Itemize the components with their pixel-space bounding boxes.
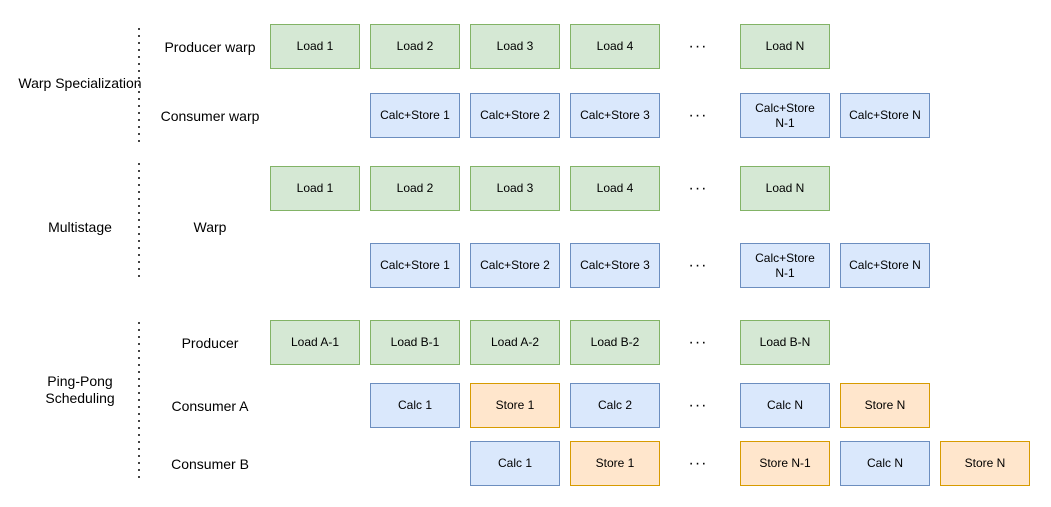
row-label-consumer-b: Consumer B — [171, 455, 249, 472]
section-label-warp-specialization: Warp Specialization — [18, 74, 142, 91]
s1-producer-load-2-box: Load 2 — [370, 24, 460, 69]
s3-consumer-b-store-n-box: Store N — [940, 441, 1030, 486]
s1-producer-load-1-box: Load 1 — [270, 24, 360, 69]
s3-producer-load-b2-box: Load B-2 — [570, 320, 660, 365]
s1-consumer-calcstore-3-box: Calc+Store 3 — [570, 93, 660, 138]
s3-consumer-a-calc-1-box: Calc 1 — [370, 383, 460, 428]
s3-consumer-a-calc-2-box: Calc 2 — [570, 383, 660, 428]
dotted-separator-multistage — [138, 163, 140, 282]
s3-consumer-b-store-n-1-box: Store N-1 — [740, 441, 830, 486]
section-label-ping-pong-scheduling: Ping-Pong Scheduling — [45, 373, 115, 406]
s2-warp-load-1-box: Load 1 — [270, 166, 360, 211]
ellipsis: ··· — [688, 256, 708, 274]
s2-warp-load-4-box: Load 4 — [570, 166, 660, 211]
section-label-multistage: Multistage — [48, 218, 112, 235]
row-label-producer: Producer — [181, 334, 239, 351]
s2-warp-calcstore-1-box: Calc+Store 1 — [370, 243, 460, 288]
dotted-separator-warp-specialization — [138, 28, 140, 143]
s3-consumer-a-store-1-box: Store 1 — [470, 383, 560, 428]
s1-consumer-calcstore-n-1-box: Calc+Store N-1 — [740, 93, 830, 138]
s3-consumer-b-calc-1-box: Calc 1 — [470, 441, 560, 486]
s3-consumer-a-store-n-box: Store N — [840, 383, 930, 428]
row-label-warp: Warp — [193, 219, 227, 235]
s2-warp-calcstore-2-box: Calc+Store 2 — [470, 243, 560, 288]
s2-warp-load-3-box: Load 3 — [470, 166, 560, 211]
s3-consumer-b-calc-n-box: Calc N — [840, 441, 930, 486]
s2-warp-calcstore-n-box: Calc+Store N — [840, 243, 930, 288]
s3-consumer-b-store-1-box: Store 1 — [570, 441, 660, 486]
s1-producer-load-n-box: Load N — [740, 24, 830, 69]
s3-producer-load-bn-box: Load B-N — [740, 320, 830, 365]
ellipsis: ··· — [688, 333, 708, 351]
s1-producer-load-4-box: Load 4 — [570, 24, 660, 69]
s3-consumer-a-calc-n-box: Calc N — [740, 383, 830, 428]
ellipsis: ··· — [688, 454, 708, 472]
row-label-consumer-a: Consumer A — [171, 397, 249, 414]
s1-consumer-calcstore-2-box: Calc+Store 2 — [470, 93, 560, 138]
ellipsis: ··· — [688, 106, 708, 124]
dotted-separator-ping-pong — [138, 322, 140, 480]
s3-producer-load-b1-box: Load B-1 — [370, 320, 460, 365]
ellipsis: ··· — [688, 37, 708, 55]
ellipsis: ··· — [688, 179, 708, 197]
row-label-consumer-warp: Consumer warp — [160, 107, 260, 124]
s2-warp-calcstore-n-1-box: Calc+Store N-1 — [740, 243, 830, 288]
row-label-producer-warp: Producer warp — [164, 38, 256, 55]
s1-producer-load-3-box: Load 3 — [470, 24, 560, 69]
ellipsis: ··· — [688, 396, 708, 414]
s3-producer-load-a1-box: Load A-1 — [270, 320, 360, 365]
s2-warp-load-n-box: Load N — [740, 166, 830, 211]
s1-consumer-calcstore-n-box: Calc+Store N — [840, 93, 930, 138]
s1-consumer-calcstore-1-box: Calc+Store 1 — [370, 93, 460, 138]
s2-warp-load-2-box: Load 2 — [370, 166, 460, 211]
s2-warp-calcstore-3-box: Calc+Store 3 — [570, 243, 660, 288]
s3-producer-load-a2-box: Load A-2 — [470, 320, 560, 365]
